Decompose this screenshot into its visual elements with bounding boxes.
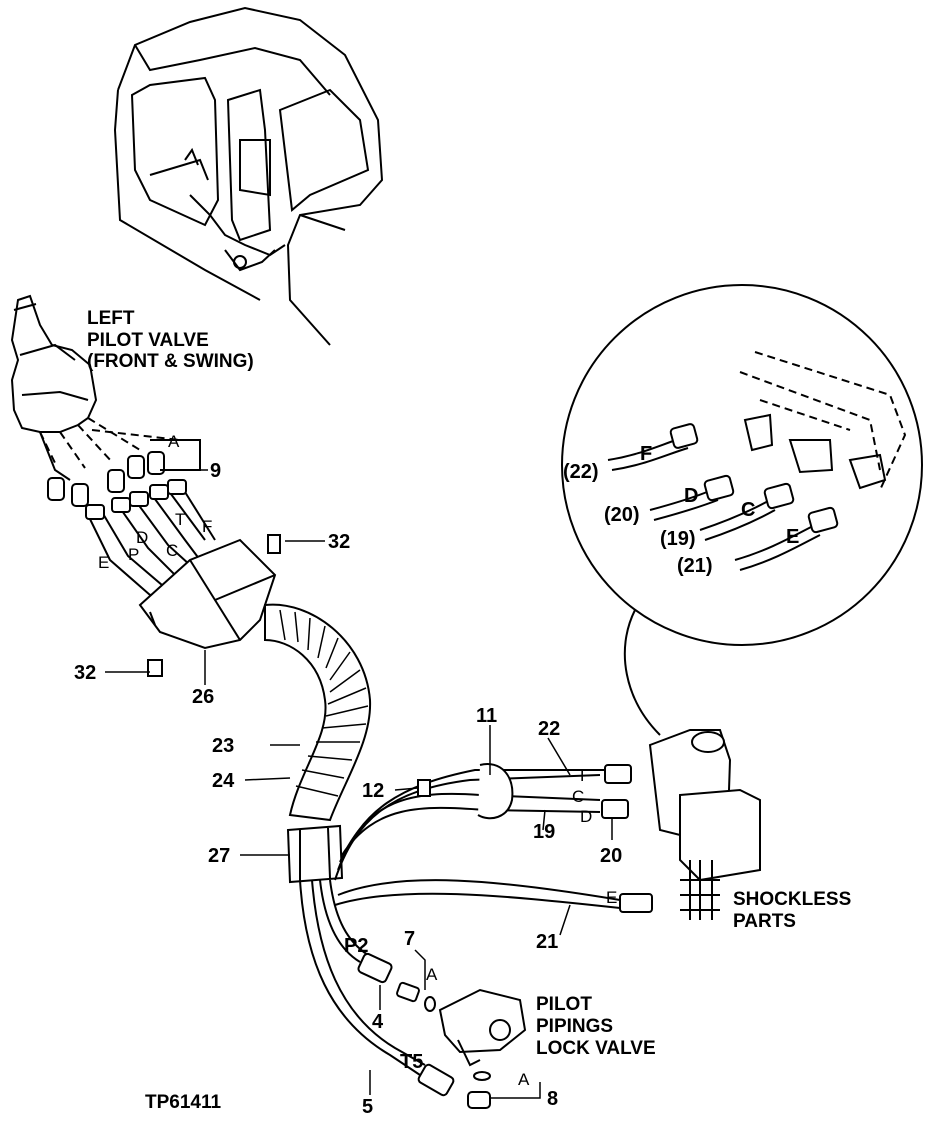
hose-bracket-26 [138,538,277,650]
hose-letter-p2: P2 [344,935,368,957]
hose-letter-d: D [136,528,148,547]
hose-letter-d-right: D [580,807,592,826]
lock-valve-title-2: PIPINGS [536,1016,613,1037]
shockless-hoses [334,763,653,913]
inset-ref-22: (22) [563,461,599,483]
callout-8: 8 [547,1088,558,1110]
shockless-title-2: PARTS [733,911,796,932]
lock-valve-title-3: LOCK VALVE [536,1038,656,1059]
hose-letter-a-top: A [168,432,180,451]
lock-valve [438,988,527,1067]
left-valve-title-2: PILOT VALVE [87,330,209,351]
bolts [147,534,491,1109]
left-valve-title-3: (FRONT & SWING) [87,351,254,372]
detail-inset [561,284,923,646]
inset-ref-19: (19) [660,528,696,550]
callout-26: 26 [192,686,214,708]
left-pilot-valve [10,294,181,481]
drawing-id: TP61411 [145,1092,221,1113]
cab-illustration [113,6,384,346]
hose-letter-c-right: C [572,787,584,806]
hose-letter-t5: T5 [400,1051,423,1073]
inset-letter-d: D [684,485,698,507]
callout-12: 12 [362,780,384,802]
hose-letter-t: T [175,510,185,529]
callout-23: 23 [212,735,234,757]
inset-letter-e: E [786,526,799,548]
hose-letter-a-bottom: A [518,1070,530,1089]
shockless-valve [648,729,761,920]
callout-22: 22 [538,718,560,740]
lock-valve-title-1: PILOT [536,994,592,1015]
clamp-27 [286,824,344,884]
callout-5: 5 [362,1096,373,1118]
corrugated-tube-23 [264,603,372,822]
left-valve-title-1: LEFT [87,308,135,329]
shockless-title-1: SHOCKLESS [733,889,851,910]
callout-11: 11 [476,705,497,727]
hose-letter-f: F [202,517,212,536]
hose-letter-c: C [166,541,178,560]
callout-32-top: 32 [328,531,350,553]
hose-letter-e-right: E [606,888,617,907]
callout-21: 21 [536,931,558,953]
callout-19: 19 [533,821,555,843]
callout-9: 9 [210,460,221,482]
hose-letter-p: P [128,545,139,564]
inset-leader [623,609,661,736]
callout-20: 20 [600,845,622,867]
inset-ref-21: (21) [677,555,713,577]
hose-letter-f-right: F [580,766,590,785]
lower-hoses [299,879,455,1097]
inset-letter-f: F [640,443,652,465]
callout-24: 24 [212,770,235,792]
fittings-group-9 [47,439,201,507]
callout-27: 27 [208,845,230,867]
callout-32-bottom: 32 [74,662,96,684]
callout-7: 7 [404,928,415,950]
inset-ref-20: (20) [604,504,640,526]
hose-letter-e: E [98,553,109,572]
callout-4: 4 [372,1011,384,1033]
leader-lines [105,469,613,1099]
hose-letter-a-mid: A [426,965,438,984]
inset-letter-c: C [741,499,755,521]
